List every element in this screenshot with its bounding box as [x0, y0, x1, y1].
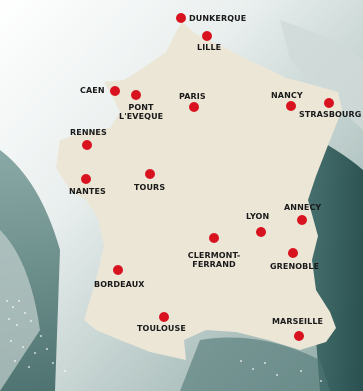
label-paris[interactable]: PARIS: [179, 92, 206, 101]
label-caen[interactable]: CAEN: [80, 86, 105, 95]
marker-caen[interactable]: [110, 86, 120, 96]
label-nantes[interactable]: NANTES: [69, 187, 106, 196]
marker-lille[interactable]: [202, 31, 212, 41]
marker-bordeaux[interactable]: [113, 265, 123, 275]
marker-lyon[interactable]: [256, 227, 266, 237]
marker-dunkerque[interactable]: [176, 13, 186, 23]
label-clermont-ferrand[interactable]: CLERMONT- FERRAND: [187, 251, 241, 269]
marker-annecy[interactable]: [297, 215, 307, 225]
marker-pont-leveque[interactable]: [131, 90, 141, 100]
label-bordeaux[interactable]: BORDEAUX: [94, 280, 145, 289]
france-mainland-shape: [56, 22, 342, 360]
label-toulouse[interactable]: TOULOUSE: [137, 324, 186, 333]
marker-grenoble[interactable]: [288, 248, 298, 258]
marker-nantes[interactable]: [81, 174, 91, 184]
label-strasbourg[interactable]: STRASBOURG: [299, 110, 362, 119]
marker-clermont-ferrand[interactable]: [209, 233, 219, 243]
marker-tours[interactable]: [145, 169, 155, 179]
marker-paris[interactable]: [189, 102, 199, 112]
marker-marseille[interactable]: [294, 331, 304, 341]
label-rennes[interactable]: RENNES: [70, 128, 107, 137]
label-marseille[interactable]: MARSEILLE: [272, 317, 324, 326]
label-annecy[interactable]: ANNECY: [284, 203, 322, 212]
label-lille[interactable]: LILLE: [197, 43, 222, 52]
label-tours[interactable]: TOURS: [134, 183, 166, 192]
marker-toulouse[interactable]: [159, 312, 169, 322]
label-nancy[interactable]: NANCY: [271, 91, 303, 100]
marker-strasbourg[interactable]: [324, 98, 334, 108]
label-grenoble[interactable]: GRENOBLE: [270, 262, 320, 271]
label-pont-leveque[interactable]: PONT L'EVEQUE: [119, 103, 164, 121]
marker-nancy[interactable]: [286, 101, 296, 111]
marker-rennes[interactable]: [82, 140, 92, 150]
label-dunkerque[interactable]: DUNKERQUE: [189, 14, 247, 23]
label-lyon[interactable]: LYON: [246, 212, 270, 221]
